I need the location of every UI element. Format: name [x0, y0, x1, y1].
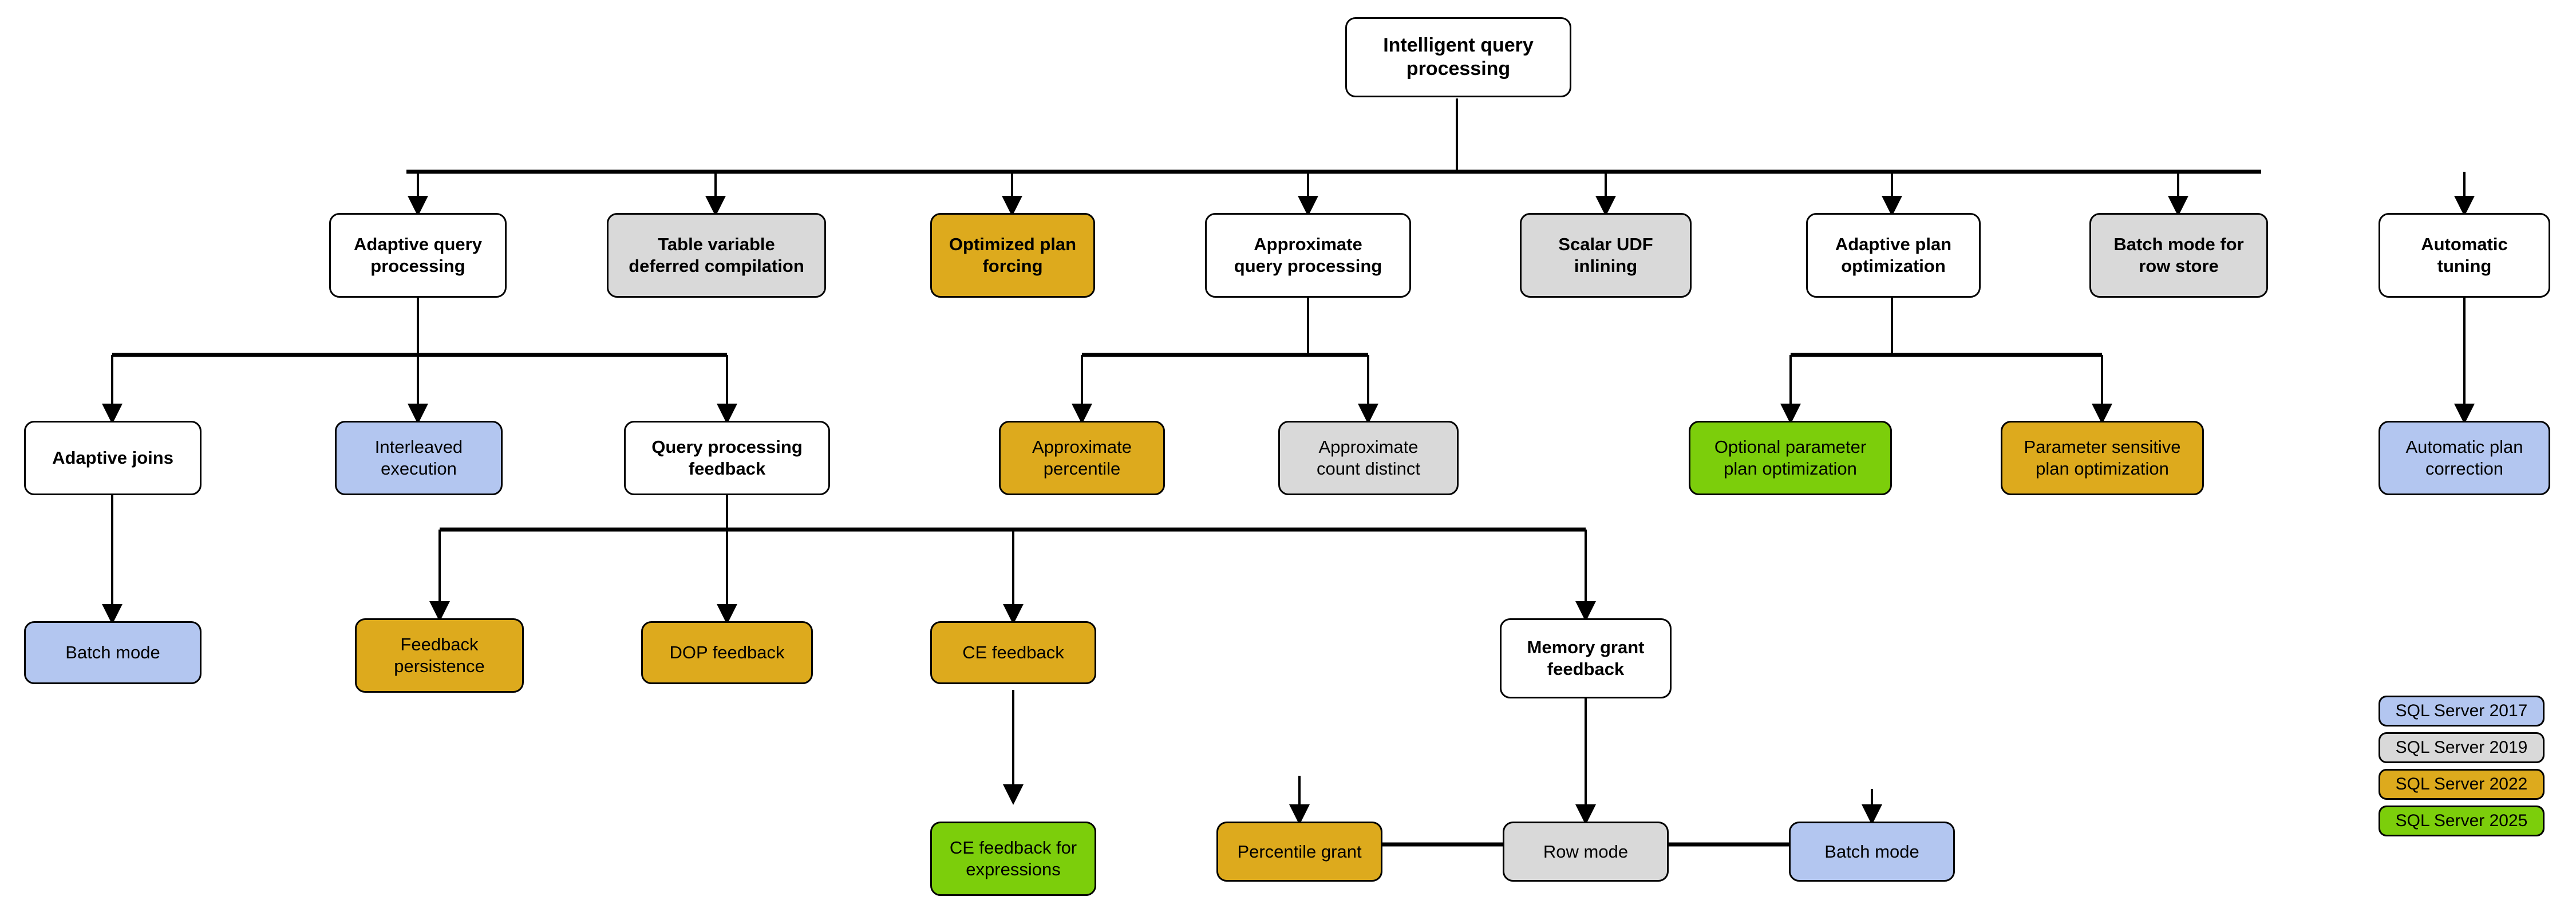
node-approximate-percentile[interactable]: Approximate percentile: [999, 421, 1165, 495]
node-adaptive-plan-optimization[interactable]: Adaptive plan optimization: [1806, 213, 1981, 298]
node-label: Batch mode for row store: [2113, 234, 2244, 276]
node-label: Memory grant feedback: [1527, 637, 1645, 679]
node-label: Row mode: [1543, 841, 1629, 862]
node-label: Optional parameter plan optimization: [1714, 437, 1867, 479]
node-dop-feedback[interactable]: DOP feedback: [641, 621, 813, 684]
legend-item-sql-server-2025[interactable]: SQL Server 2025: [2379, 806, 2545, 836]
node-label: Feedback persistence: [394, 634, 485, 676]
node-label: Parameter sensitive plan optimization: [2024, 437, 2181, 479]
node-query-processing-feedback[interactable]: Query processing feedback: [624, 421, 830, 495]
node-automatic-plan-correction[interactable]: Automatic plan correction: [2379, 421, 2550, 495]
node-label: Adaptive plan optimization: [1835, 234, 1952, 276]
node-batch-mode-for-row-store[interactable]: Batch mode for row store: [2089, 213, 2268, 298]
node-optimized-plan-forcing[interactable]: Optimized plan forcing: [930, 213, 1095, 298]
legend-item-sql-server-2022[interactable]: SQL Server 2022: [2379, 769, 2545, 800]
node-label: CE feedback for expressions: [949, 838, 1077, 879]
legend-label: SQL Server 2025: [2395, 811, 2528, 830]
node-label: Percentile grant: [1237, 841, 1362, 862]
node-interleaved-execution[interactable]: Interleaved execution: [335, 421, 503, 495]
node-adaptive-joins[interactable]: Adaptive joins: [24, 421, 202, 495]
node-label: Table variable deferred compilation: [629, 234, 804, 276]
node-row-mode[interactable]: Row mode: [1503, 822, 1669, 882]
node-table-variable-deferred-compilation[interactable]: Table variable deferred compilation: [607, 213, 826, 298]
node-label: Approximate count distinct: [1317, 437, 1420, 479]
node-label: Approximate percentile: [1032, 437, 1132, 479]
node-label: Batch mode: [1824, 841, 1919, 862]
node-label: Automatic plan correction: [2405, 437, 2523, 479]
node-label: Adaptive query processing: [354, 234, 482, 276]
node-approximate-query-processing[interactable]: Approximate query processing: [1205, 213, 1411, 298]
node-batch-mode-adaptive-joins[interactable]: Batch mode: [24, 621, 202, 684]
node-batch-mode-memory-grant[interactable]: Batch mode: [1789, 822, 1955, 882]
legend-label: SQL Server 2017: [2395, 701, 2528, 720]
node-label: Interleaved execution: [374, 437, 463, 479]
node-label: CE feedback: [962, 642, 1064, 663]
node-feedback-persistence[interactable]: Feedback persistence: [355, 618, 524, 693]
legend: SQL Server 2017 SQL Server 2019 SQL Serv…: [2379, 696, 2550, 885]
node-label: Adaptive joins: [52, 448, 173, 468]
node-label: Approximate query processing: [1234, 234, 1382, 276]
node-ce-feedback[interactable]: CE feedback: [930, 621, 1096, 684]
node-label: Automatic tuning: [2421, 234, 2508, 276]
node-memory-grant-feedback[interactable]: Memory grant feedback: [1500, 618, 1672, 698]
node-optional-parameter-plan-optimization[interactable]: Optional parameter plan optimization: [1689, 421, 1892, 495]
node-approximate-count-distinct[interactable]: Approximate count distinct: [1278, 421, 1459, 495]
node-intelligent-query-processing[interactable]: Intelligent query processing: [1345, 17, 1571, 97]
node-label: Scalar UDF inlining: [1558, 234, 1653, 276]
legend-item-sql-server-2017[interactable]: SQL Server 2017: [2379, 696, 2545, 727]
legend-label: SQL Server 2022: [2395, 775, 2528, 793]
node-parameter-sensitive-plan-optimization[interactable]: Parameter sensitive plan optimization: [2001, 421, 2204, 495]
node-label: DOP feedback: [669, 642, 785, 663]
node-percentile-grant[interactable]: Percentile grant: [1216, 822, 1382, 882]
legend-item-sql-server-2019[interactable]: SQL Server 2019: [2379, 732, 2545, 763]
node-label: Intelligent query processing: [1383, 34, 1534, 80]
node-label: Optimized plan forcing: [949, 234, 1077, 276]
node-automatic-tuning[interactable]: Automatic tuning: [2379, 213, 2550, 298]
node-adaptive-query-processing[interactable]: Adaptive query processing: [329, 213, 507, 298]
node-label: Batch mode: [65, 642, 160, 663]
node-scalar-udf-inlining[interactable]: Scalar UDF inlining: [1520, 213, 1692, 298]
legend-label: SQL Server 2019: [2395, 738, 2528, 757]
node-ce-feedback-for-expressions[interactable]: CE feedback for expressions: [930, 822, 1096, 896]
node-label: Query processing feedback: [651, 437, 803, 479]
